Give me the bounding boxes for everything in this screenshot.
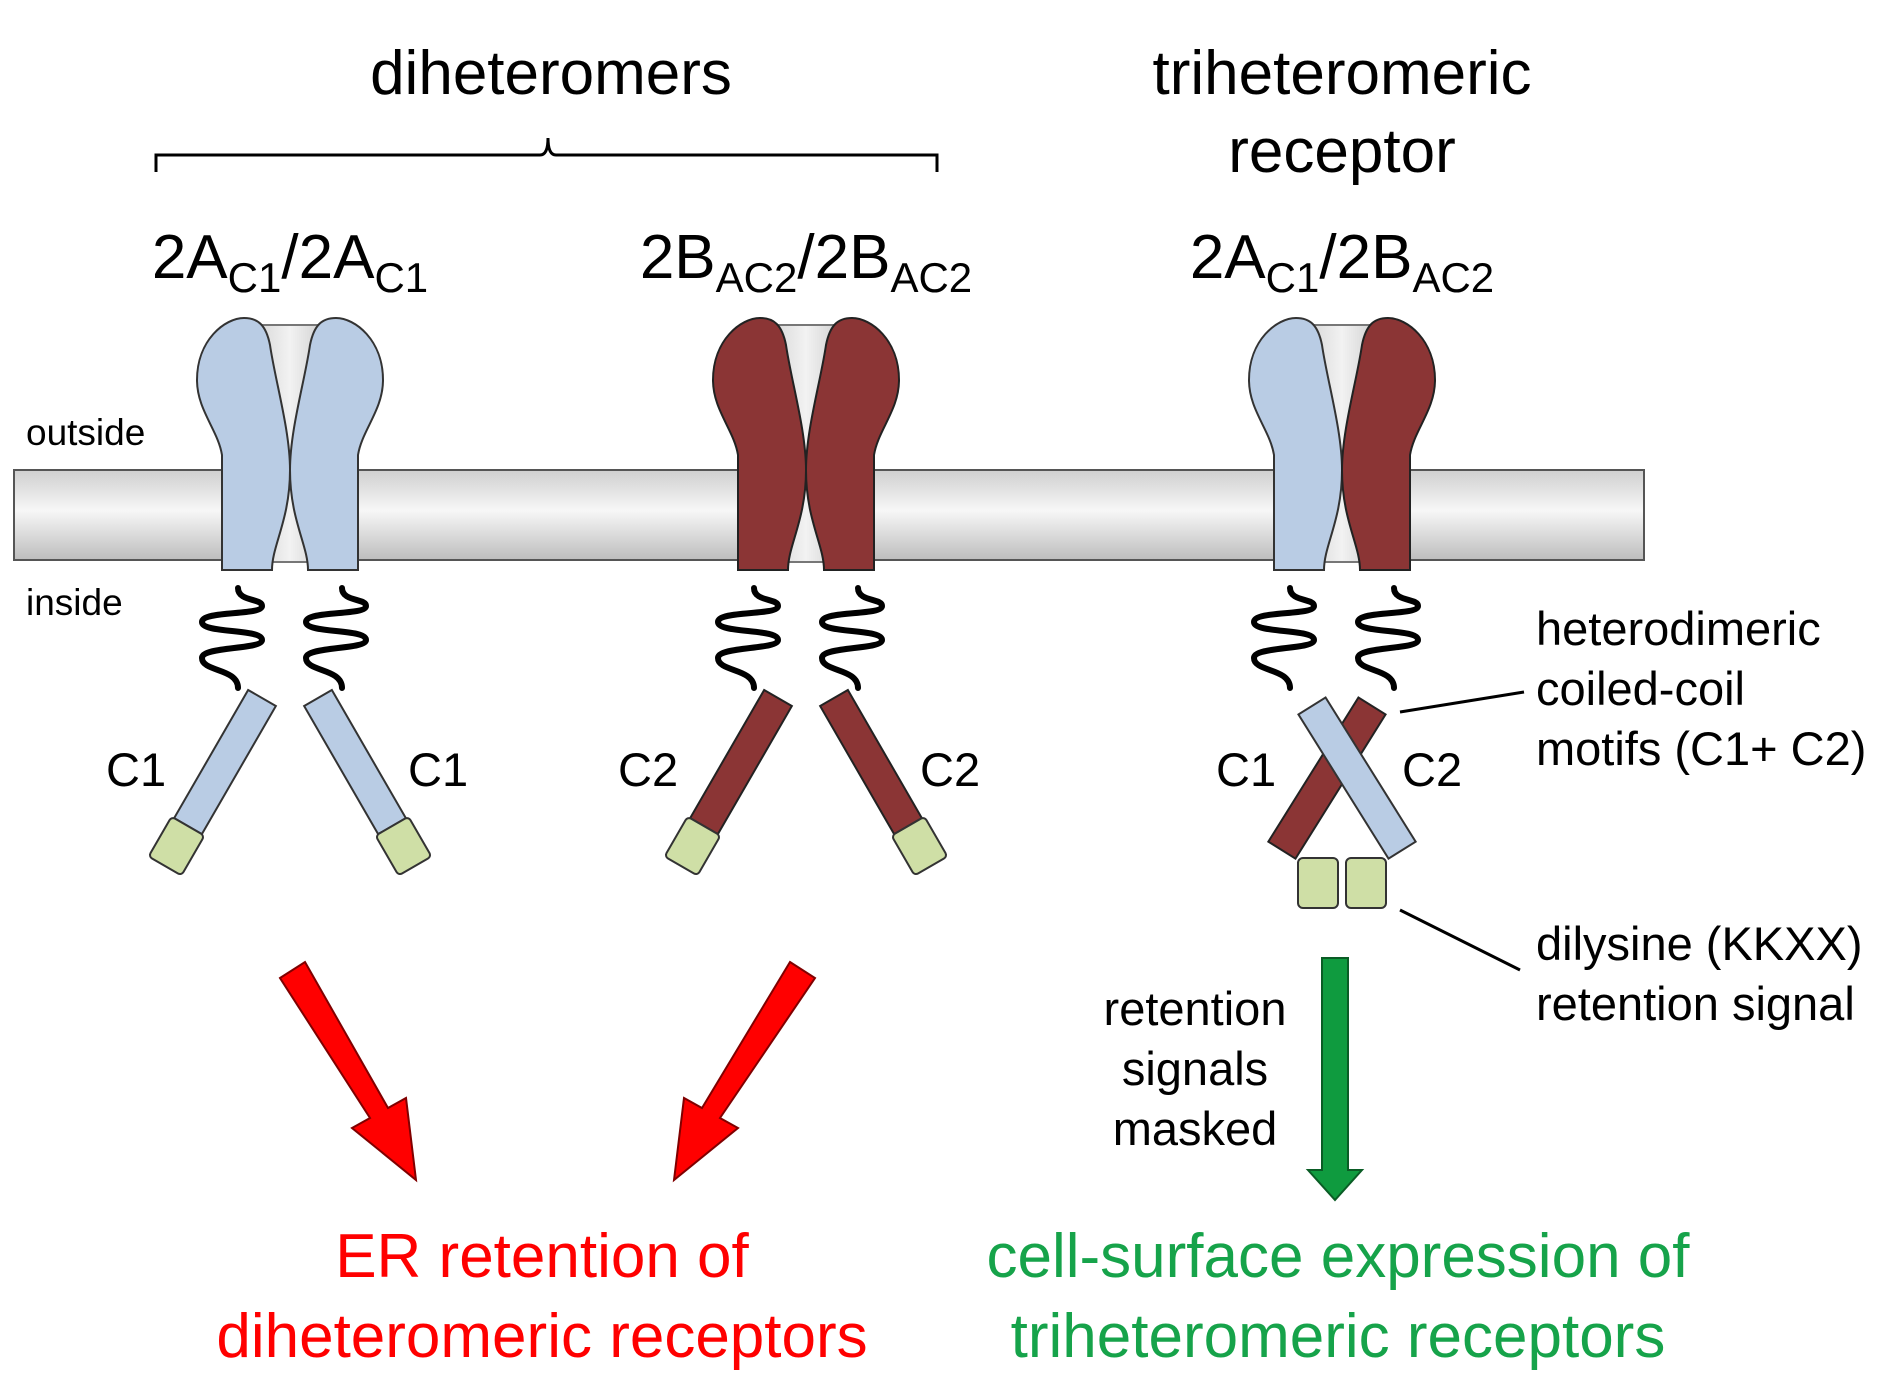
retention-signal-right	[1345, 857, 1387, 909]
tail-label-left: C1	[1216, 743, 1276, 796]
masked-label-line3: masked	[1113, 1102, 1278, 1155]
subunit-2b-right	[804, 316, 901, 571]
retention-arrow-right	[672, 960, 817, 1183]
linker-right	[306, 588, 366, 688]
linker-right	[1358, 588, 1418, 688]
linker-left	[718, 588, 778, 688]
inside-label: inside	[26, 582, 123, 623]
receptor-title-2a-2a: 2AC1/2AC1	[152, 223, 428, 301]
triheteromeric-heading-line2: receptor	[1228, 117, 1455, 186]
c2-tail-left	[665, 688, 794, 876]
export-arrow	[1305, 957, 1365, 1202]
coiled-coil-label-line2: coiled-coil	[1536, 662, 1745, 715]
masked-label-line1: retention	[1104, 982, 1287, 1035]
coiled-coil-pointer	[1399, 690, 1525, 714]
tail-label-right: C2	[920, 743, 980, 796]
dilysine-pointer	[1399, 908, 1521, 972]
er-retention-line2: diheteromeric receptors	[216, 1302, 867, 1371]
retention-arrow-left	[278, 960, 418, 1183]
coiled-coil-label-line3: motifs (C1+ C2)	[1536, 722, 1866, 775]
subunit-2a-left	[1247, 316, 1344, 571]
subunit-2b-left	[711, 316, 808, 571]
coiled-coil-label-line1: heterodimeric	[1536, 602, 1821, 655]
coiled-coil-tails	[1266, 696, 1418, 909]
c2-tail-right	[818, 688, 947, 876]
tail-label-right: C2	[1402, 743, 1462, 796]
c1-tail-right	[302, 688, 431, 876]
dilysine-label-line2: retention signal	[1536, 977, 1855, 1030]
c1-tail-left	[149, 688, 278, 876]
surface-expression-line1: cell-surface expression of	[987, 1222, 1691, 1291]
dilysine-label-line1: dilysine (KKXX)	[1536, 917, 1863, 970]
surface-expression-line2: triheteromeric receptors	[1011, 1302, 1666, 1371]
outside-label: outside	[26, 412, 145, 453]
diheteromers-heading: diheteromers	[370, 39, 732, 108]
receptor-title-2b-2b: 2BAC2/2BAC2	[640, 223, 972, 301]
receptor-title-2a-2b: 2AC1/2BAC2	[1190, 223, 1494, 301]
tail-label-left: C2	[618, 743, 678, 796]
subunit-2a-left	[195, 316, 292, 571]
retention-signal-left	[1297, 857, 1339, 909]
receptor-2a-2b: C1 C2	[1216, 316, 1462, 909]
receptor-2a-2a: C1 C1	[106, 316, 468, 876]
linker-left	[1254, 588, 1314, 688]
er-retention-line1: ER retention of	[335, 1222, 749, 1291]
triheteromeric-heading-line1: triheteromeric	[1153, 39, 1532, 108]
tail-label-right: C1	[408, 743, 468, 796]
receptor-2b-2b: C2 C2	[618, 316, 980, 876]
masked-label-line2: signals	[1122, 1042, 1268, 1095]
tail-label-left: C1	[106, 743, 166, 796]
subunit-2a-right	[288, 316, 385, 571]
diheteromers-bracket	[154, 137, 939, 172]
linker-left	[202, 588, 262, 688]
linker-right	[822, 588, 882, 688]
subunit-2b-right	[1340, 316, 1437, 571]
